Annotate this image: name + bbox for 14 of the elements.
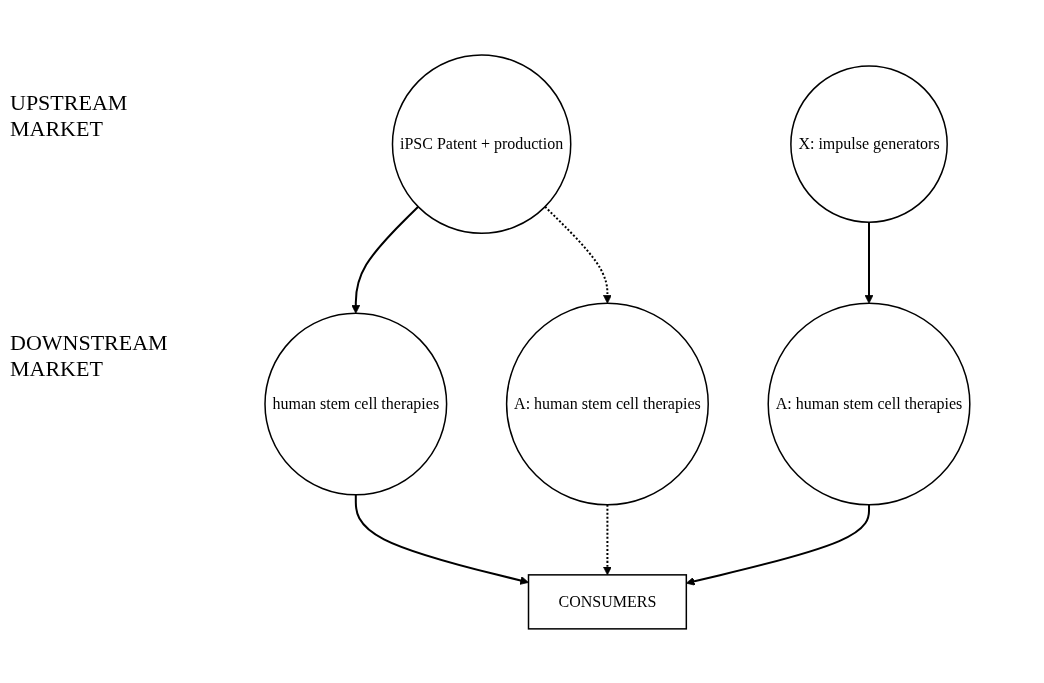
node-circle: human stem cell therapies: [263, 312, 447, 496]
arrow: [543, 205, 612, 304]
arrow: [351, 205, 419, 314]
arrow: [602, 503, 612, 575]
node-circle: A: human stem cell therapies: [767, 302, 971, 506]
arrow: [864, 220, 873, 304]
node-circle: iPSC Patent + production: [391, 53, 572, 234]
node-box: CONSUMERS: [527, 573, 687, 630]
arrow: [685, 503, 870, 586]
node-circle: X: impulse generators: [789, 64, 948, 223]
node-circle: A: human stem cell therapies: [505, 302, 709, 506]
arrow: [354, 493, 529, 585]
market-level-label: DOWNSTREAM MARKET: [10, 330, 169, 382]
market-level-label: UPSTREAM MARKET: [10, 90, 129, 142]
